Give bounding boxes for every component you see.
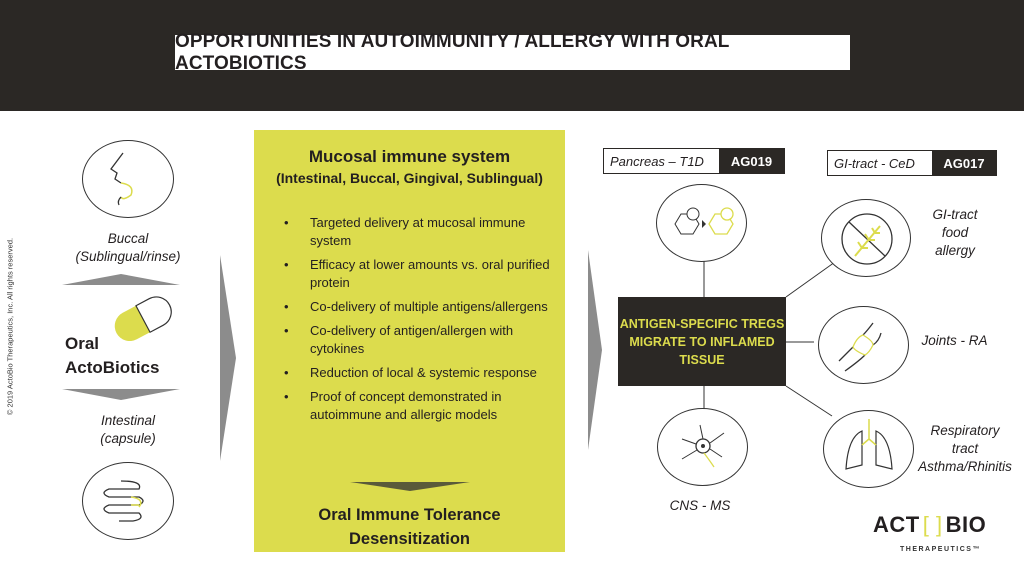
mucosal-heading: Mucosal immune system — [308, 147, 511, 166]
logo-bracket-icon: [ ] — [922, 512, 943, 537]
down-arrow-icon — [62, 389, 180, 400]
cns-label: CNS - MS — [669, 498, 731, 513]
tag-code: AG017 — [932, 151, 996, 175]
mucosal-panel: Mucosal immune system (Intestinal, Bucca… — [254, 130, 565, 552]
logo-subtitle: THERAPEUTICS™ — [900, 546, 981, 553]
buccal-label: Buccal(Sublingual/rinse) — [75, 231, 181, 264]
lungs-icon — [823, 410, 914, 488]
logo-text: BIO — [945, 512, 987, 537]
list-item: Co-delivery of multiple antigens/allerge… — [284, 298, 554, 316]
no-wheat-icon — [821, 199, 911, 277]
joints-label: Joints - RA — [921, 333, 988, 348]
logo-text: ACT — [873, 512, 920, 537]
intestine-icon — [82, 462, 174, 540]
capsule-icon — [114, 296, 172, 342]
mouth-icon — [82, 140, 174, 218]
tag-code: AG019 — [719, 149, 784, 173]
list-item: Proof of concept demonstrated in autoimm… — [284, 388, 554, 424]
intestinal-label: Intestinal(capsule) — [100, 413, 156, 446]
center-box: ANTIGEN-SPECIFIC TREGS MIGRATE TO INFLAM… — [618, 297, 786, 386]
joint-icon — [818, 306, 909, 384]
list-item: Co-delivery of antigen/allergen with cyt… — [284, 322, 554, 358]
down-arrow-icon — [350, 482, 470, 491]
list-item: Reduction of local & systemic response — [284, 364, 554, 382]
list-item: Efficacy at lower amounts vs. oral purif… — [284, 256, 554, 292]
chevron-right-icon — [588, 250, 602, 450]
actobio-logo: ACT [ ] BIO — [873, 512, 986, 538]
chevron-right-icon — [220, 255, 236, 461]
mucosal-subheading: (Intestinal, Buccal, Gingival, Sublingua… — [276, 170, 543, 186]
copyright: © 2019 ActoBio Therapeutics, Inc. All ri… — [5, 237, 15, 416]
pancreas-cell-icon — [656, 184, 747, 262]
tag-label: GI-tract - CeD — [828, 151, 932, 175]
up-arrow-icon — [62, 274, 180, 285]
connector-lines — [703, 260, 836, 417]
list-item: Targeted delivery at mucosal immune syst… — [284, 214, 554, 250]
tag-pancreas: Pancreas – T1D AG019 — [603, 148, 785, 174]
tag-label: Pancreas – T1D — [604, 149, 719, 173]
slide-title: OPPORTUNITIES IN AUTOIMMUNITY / ALLERGY … — [174, 31, 851, 74]
benefits-list: Targeted delivery at mucosal immune syst… — [284, 214, 554, 430]
neuron-icon — [657, 408, 748, 486]
tag-gi-tract: GI-tract - CeD AG017 — [827, 150, 997, 176]
